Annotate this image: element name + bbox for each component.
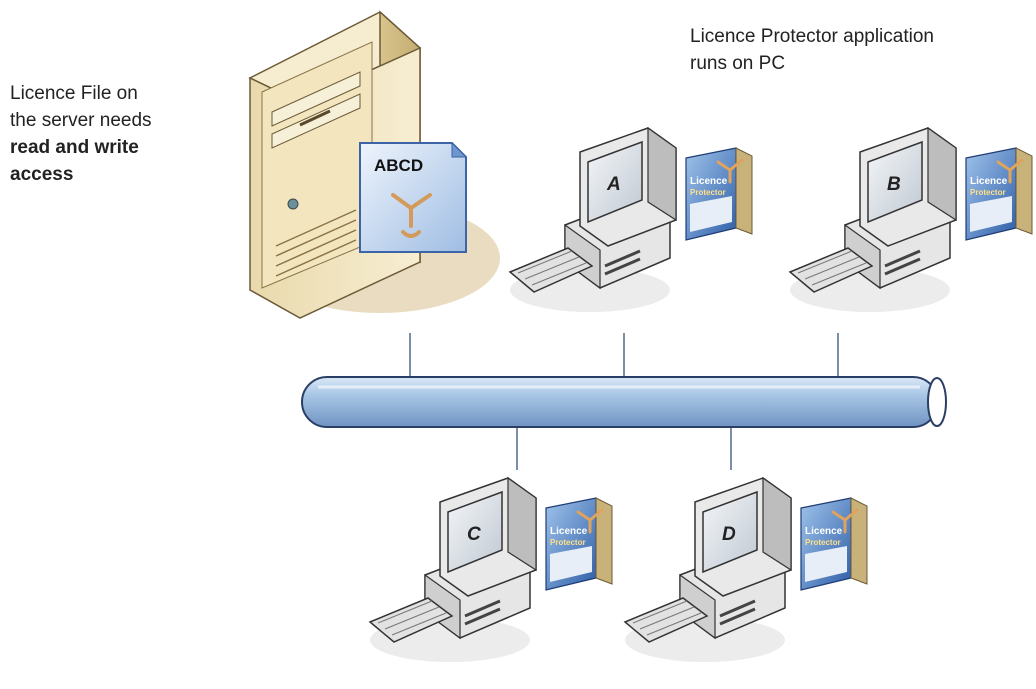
server-note-line-2: the server needs [10,110,152,131]
connector-lines [409,333,839,470]
pc-label: C [467,524,481,545]
pc-label: D [722,524,736,545]
keyboard-icon [788,247,874,293]
keyboard-icon [368,597,454,643]
box-title-line-1: Licence [970,176,1008,187]
server-note-line-4: access [10,164,74,185]
app-note: Licence Protector application runs on PC [690,23,1036,77]
box-title-line-2: Protector [690,188,726,197]
box-title-line-2: Protector [550,538,586,547]
server-note: Licence File on the server needs read an… [10,80,260,188]
box-title-line-1: Licence [550,526,588,537]
protector-logo-icon [391,193,432,238]
box-title-line-2: Protector [805,538,841,547]
box-title-line-1: Licence [805,526,843,537]
pc-screen [867,140,923,224]
box-title-line-2: Protector [970,188,1006,197]
pc-screen [447,490,503,574]
server-note-line-3: read and write [10,137,139,158]
licence-file-icon: ABCD [359,141,468,253]
licence-file-label: ABCD [374,156,423,175]
box-title-line-1: Licence [690,176,728,187]
pc-screen [587,140,643,224]
app-note-line-2: runs on PC [690,53,786,74]
app-note-line-1: Licence Protector application [690,26,934,47]
pc-label: B [887,174,901,195]
pc-screen [702,490,758,574]
keyboard-icon [508,247,594,293]
server-note-line-1: Licence File on [10,83,138,104]
pc-label: A [606,174,621,195]
power-button-icon [287,198,299,210]
network-pipe [301,376,947,428]
keyboard-icon [623,597,709,643]
